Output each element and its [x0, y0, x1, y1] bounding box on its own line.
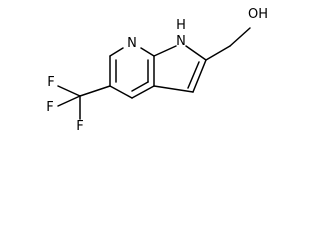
trifluoromethyl-group: [57, 85, 111, 120]
bond-c2-ch2: [205, 45, 231, 61]
nitrogen-label-pyrrole: N: [176, 34, 186, 49]
bond-c3a-c4: [131, 85, 155, 99]
hydroxymethyl-group: [205, 27, 251, 61]
bond-ch2-o: [229, 27, 251, 47]
chemical-structure: N N H OH F F F: [46, 7, 268, 134]
nitrogen-label-pyridine: N: [127, 36, 137, 51]
bond-c3-c3a: [153, 85, 194, 93]
bond-c3a-c4-inner: [131, 81, 149, 92]
fluorine-label-left: F: [46, 100, 53, 115]
bond-c5-cf3: [79, 85, 111, 97]
bond-c-f-left: [57, 95, 81, 107]
bond-c4-c5: [109, 85, 133, 99]
bond-c2-c3-inner: [187, 61, 200, 89]
pyridine-ring: [109, 47, 155, 99]
bond-c2-c3: [192, 59, 207, 93]
bond-c6-n7: [109, 47, 124, 57]
hydroxyl-label: OH: [248, 7, 268, 22]
pyrrole-ring: [153, 45, 207, 93]
fluorine-label-bottom: F: [76, 119, 83, 134]
bond-c7a-n1: [153, 45, 177, 57]
bond-c-f-top: [57, 85, 81, 97]
hydrogen-label-pyrrole: H: [176, 18, 186, 33]
bond-n7-c7a: [140, 47, 155, 57]
bond-n1-c2: [185, 45, 207, 61]
fluorine-label-top: F: [47, 75, 54, 90]
